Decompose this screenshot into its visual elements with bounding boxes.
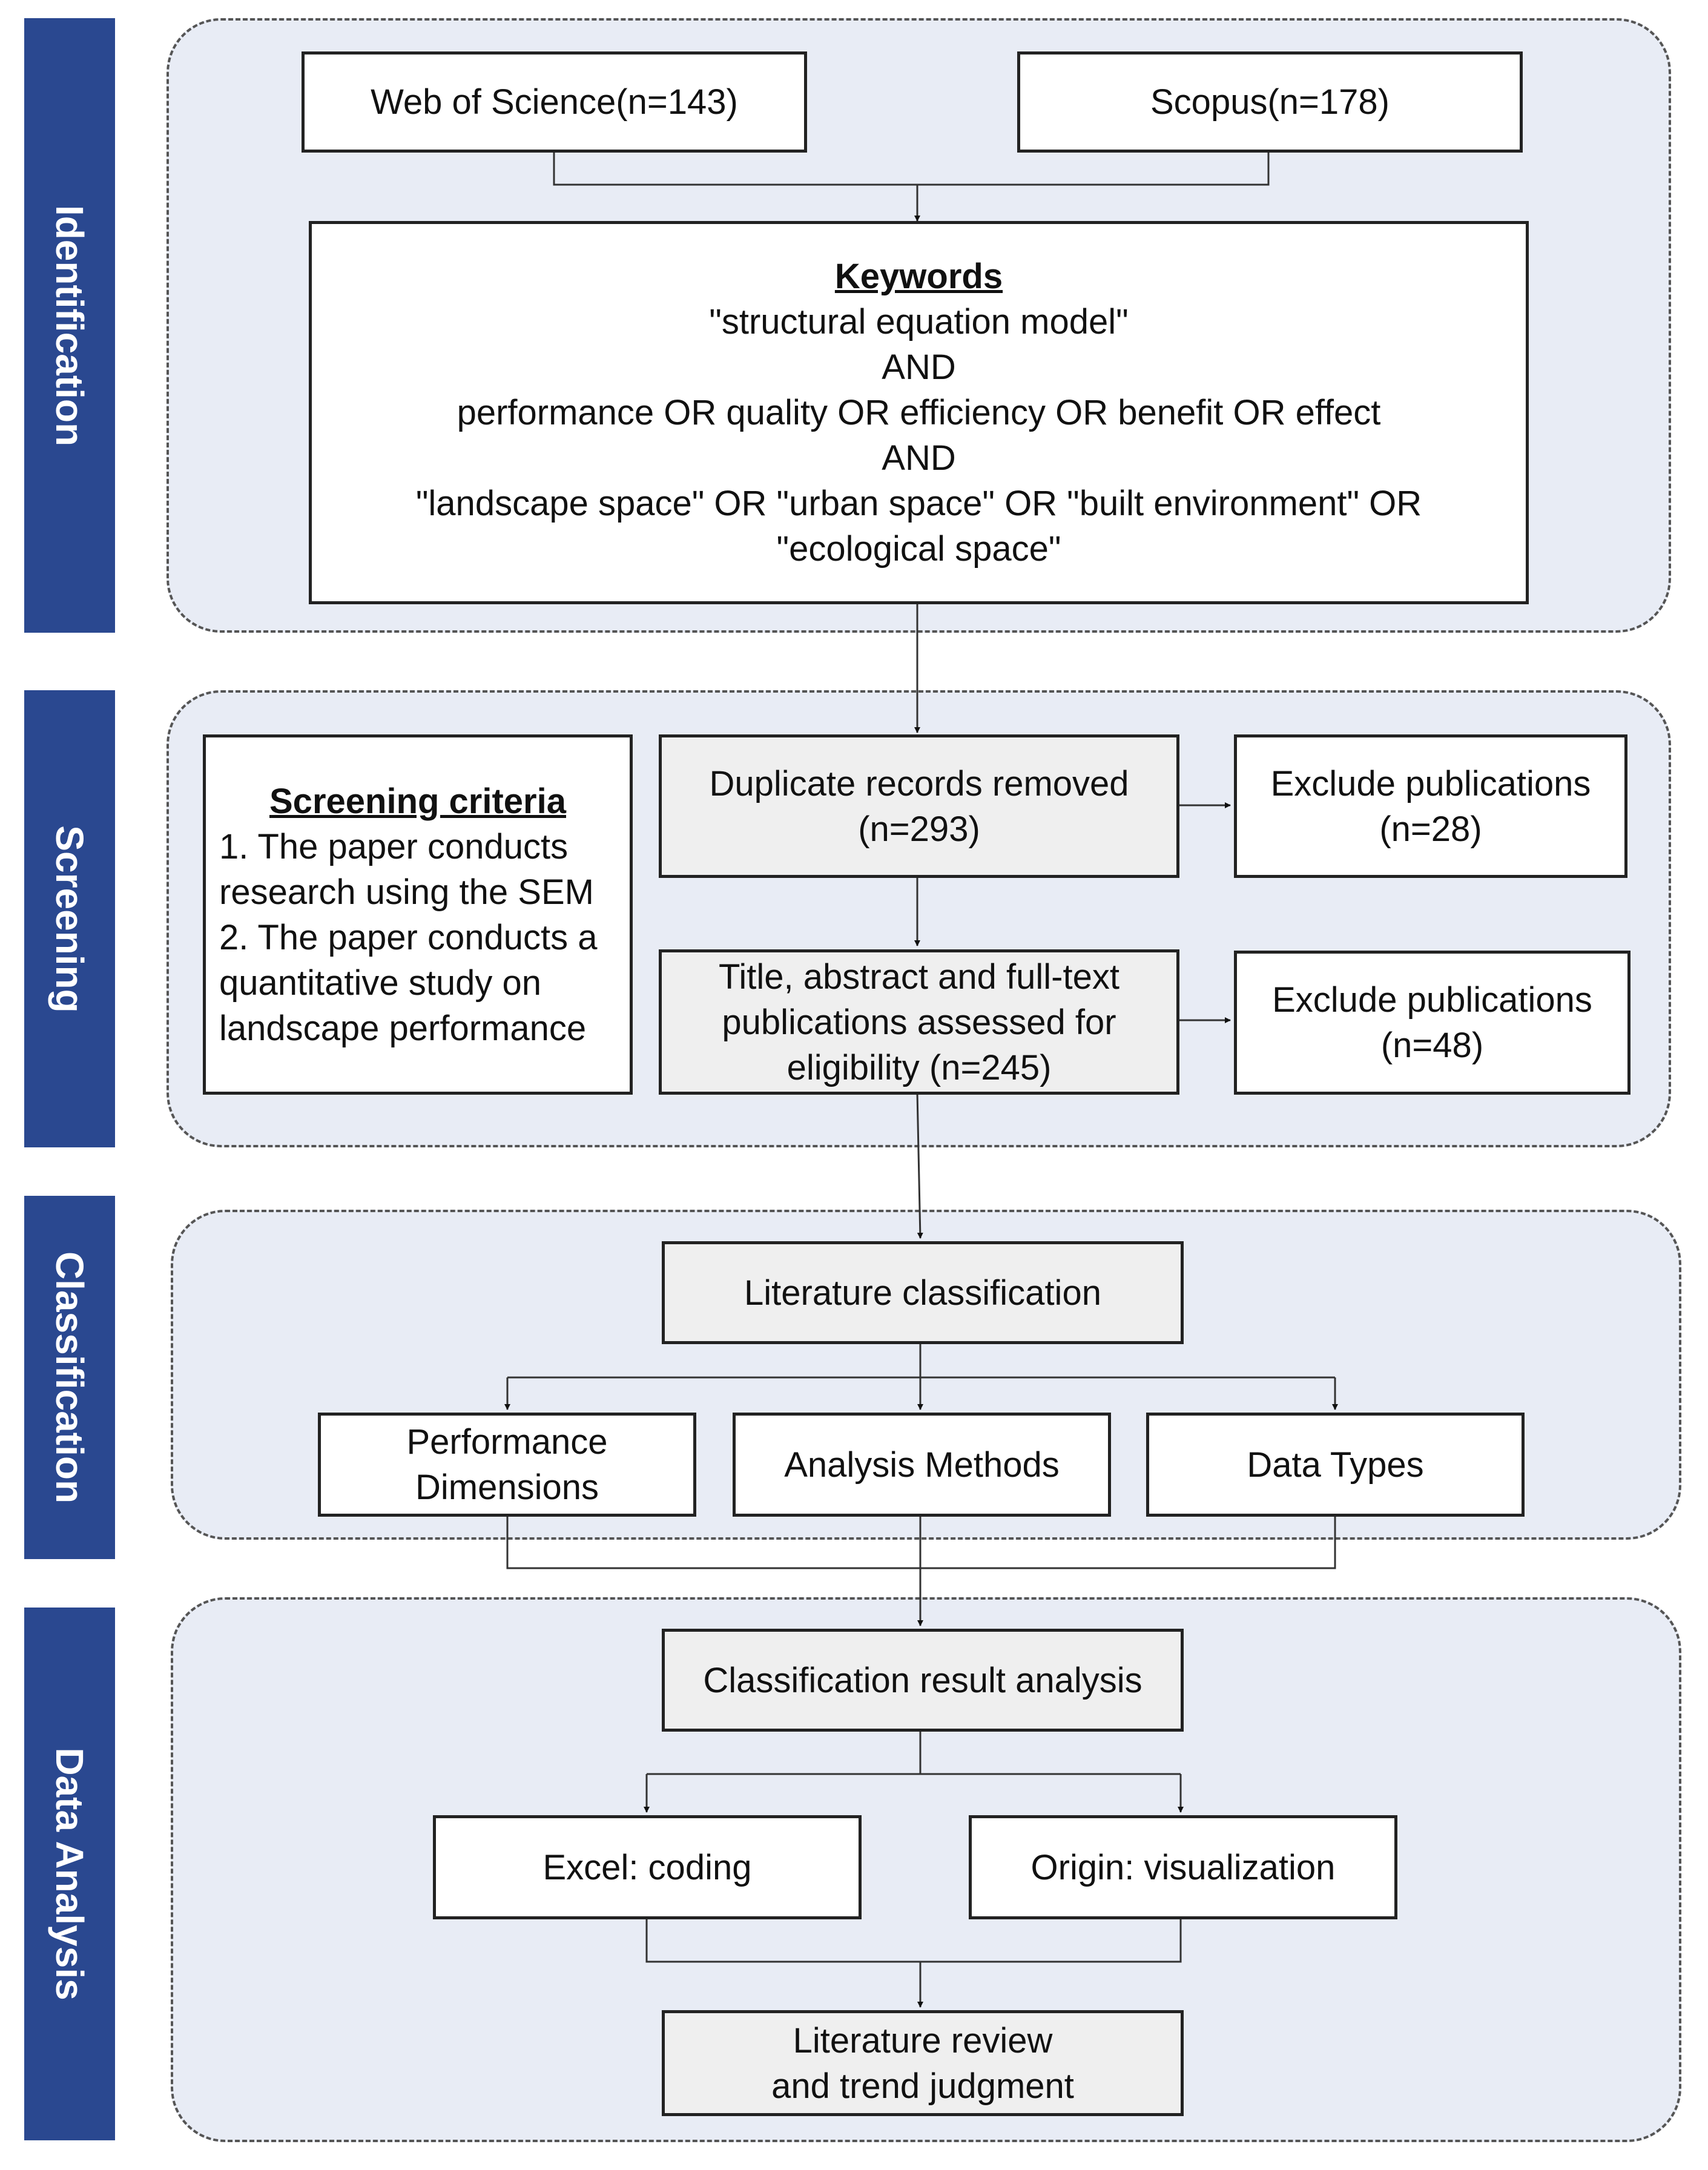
stage-bar-screening: Screening: [24, 690, 115, 1147]
exclude-28-line: Exclude publications: [1270, 763, 1591, 803]
scopus-box: Scopus(n=178): [1017, 51, 1523, 153]
keywords-line: "landscape space" OR "urban space" OR "b…: [415, 484, 1422, 523]
data-types-label: Data Types: [1247, 1445, 1424, 1485]
exclude-48-line: Exclude publications: [1272, 980, 1592, 1020]
duplicates-removed-box: Duplicate records removed (n=293): [659, 734, 1179, 878]
connector-merge-tools: [645, 1919, 1182, 1963]
excel-coding-box: Excel: coding: [433, 1815, 862, 1919]
eligibility-line: eligibility (n=245): [786, 1047, 1052, 1087]
exclude-publications-28-box: Exclude publications (n=28): [1234, 734, 1627, 878]
criteria-line: landscape performance: [219, 1009, 587, 1048]
literature-classification-box: Literature classification: [662, 1241, 1184, 1344]
keywords-line: "structural equation model": [709, 302, 1129, 341]
review-line: and trend judgment: [771, 2066, 1074, 2106]
criteria-line: quantitative study on: [219, 963, 542, 1003]
performance-dimensions-box: Performance Dimensions: [318, 1413, 696, 1517]
eligibility-box: Title, abstract and full-text publicatio…: [659, 949, 1179, 1095]
origin-visualization-box: Origin: visualization: [969, 1815, 1397, 1919]
analysis-methods-label: Analysis Methods: [784, 1445, 1060, 1485]
exclude-48-line: (n=48): [1380, 1026, 1484, 1065]
data-types-box: Data Types: [1146, 1413, 1525, 1517]
criteria-line: research using the SEM: [219, 872, 594, 912]
keywords-line: performance OR quality OR efficiency OR …: [457, 393, 1381, 432]
web-of-science-label: Web of Science(n=143): [371, 82, 738, 122]
excel-coding-label: Excel: coding: [542, 1847, 752, 1887]
review-line: Literature review: [793, 2020, 1053, 2060]
stage-bar-identification: Identification: [24, 18, 115, 633]
origin-visualization-label: Origin: visualization: [1030, 1847, 1336, 1887]
exclude-publications-48-box: Exclude publications (n=48): [1234, 951, 1631, 1095]
exclude-28-line: (n=28): [1379, 809, 1482, 849]
performance-line: Performance: [406, 1422, 608, 1462]
eligibility-line: Title, abstract and full-text: [719, 957, 1119, 997]
stage-bar-data-analysis: Data Analysis: [24, 1608, 115, 2140]
analysis-methods-box: Analysis Methods: [733, 1413, 1111, 1517]
classification-result-label: Classification result analysis: [703, 1660, 1143, 1700]
keywords-title: Keywords: [834, 257, 1003, 296]
literature-classification-label: Literature classification: [744, 1273, 1101, 1313]
duplicates-line: Duplicate records removed: [709, 763, 1129, 803]
eligibility-line: publications assessed for: [722, 1002, 1116, 1042]
stage-bar-classification: Classification: [24, 1196, 115, 1559]
performance-line: Dimensions: [415, 1468, 599, 1507]
classification-result-analysis-box: Classification result analysis: [662, 1629, 1184, 1732]
web-of-science-box: Web of Science(n=143): [302, 51, 807, 153]
screening-criteria-box: Screening criteria 1. The paper conducts…: [203, 734, 633, 1095]
criteria-line: 2. The paper conducts a: [219, 918, 598, 957]
keywords-line: AND: [882, 438, 956, 478]
screening-criteria-title: Screening criteria: [269, 782, 566, 821]
duplicates-line: (n=293): [858, 809, 980, 849]
connector-wos: [553, 153, 917, 186]
criteria-line: 1. The paper conducts: [219, 827, 569, 866]
keywords-box: Keywords "structural equation model" AND…: [309, 221, 1529, 604]
literature-review-box: Literature review and trend judgment: [662, 2010, 1184, 2116]
keywords-line: "ecological space": [776, 529, 1061, 569]
arrow-to-classification: [916, 1092, 923, 1239]
connector-scopus: [917, 153, 1270, 186]
scopus-label: Scopus(n=178): [1150, 82, 1390, 122]
keywords-line: AND: [882, 348, 956, 387]
